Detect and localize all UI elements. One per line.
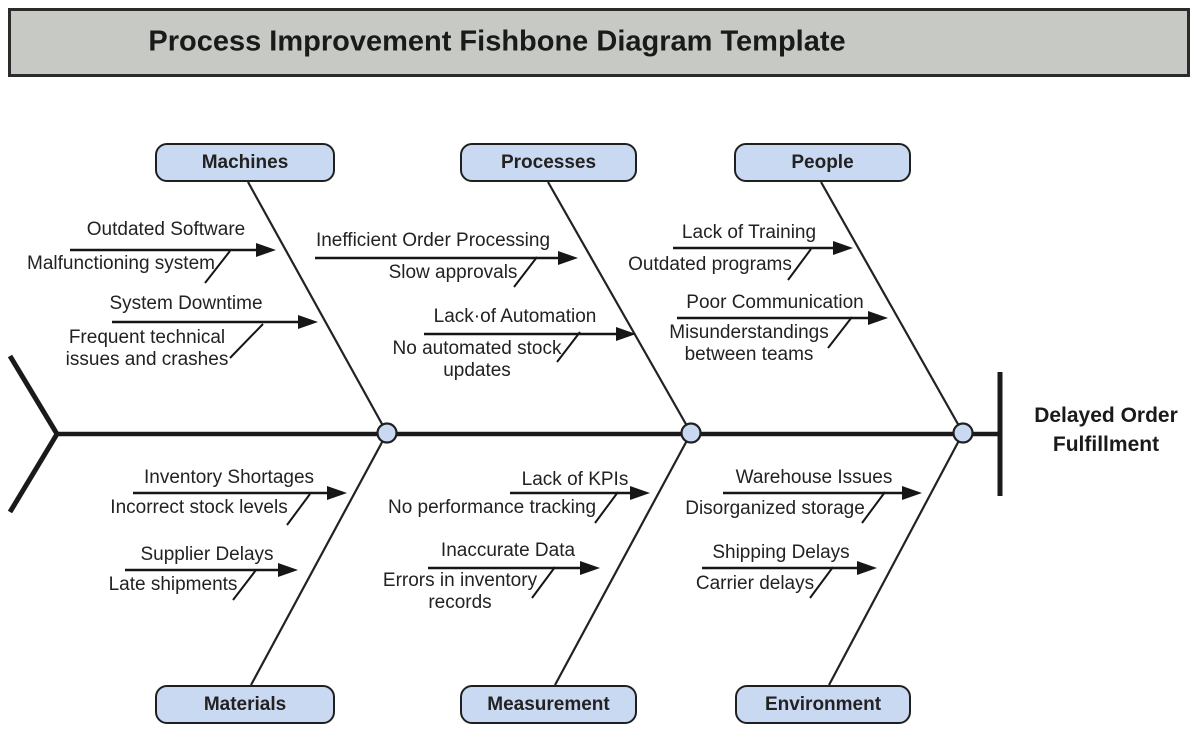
cause-label: Inventory Shortages xyxy=(143,467,315,488)
bone-processes xyxy=(547,181,692,434)
effect-label: Delayed Order Fulfillment xyxy=(1034,404,1178,456)
cause-label: Warehouse Issues xyxy=(735,467,893,488)
fish-tail xyxy=(7,354,60,514)
subcause-tick xyxy=(204,250,231,284)
cause-arrow-measurement-1 xyxy=(510,486,650,524)
category-box-people: People xyxy=(734,143,911,182)
cause-label: Lack·of Automation xyxy=(433,306,597,327)
subcause-tick xyxy=(232,569,257,601)
cause-arrow-measurement-2 xyxy=(428,561,600,599)
cause-label: Supplier Delays xyxy=(140,544,274,565)
cause-arrow-machines-2 xyxy=(112,315,318,359)
subcause-label: Errors in inventory records xyxy=(382,570,538,613)
page-title: Process Improvement Fishbone Diagram Tem… xyxy=(148,25,846,58)
bone-machines xyxy=(247,181,388,434)
cause-arrow-processes-2 xyxy=(424,327,636,363)
subcause-tick xyxy=(787,248,812,281)
subcause-label: Slow approvals xyxy=(388,262,518,283)
subcause-tick xyxy=(531,566,556,599)
cause-label: System Downtime xyxy=(109,293,263,314)
junction-dot-2 xyxy=(680,422,702,444)
subcause-tick xyxy=(861,491,886,524)
cause-label: Lack of KPIs xyxy=(521,469,629,490)
cause-arrow-people-1 xyxy=(673,241,853,281)
cause-label: Poor Communication xyxy=(686,292,864,313)
cause-label: Inaccurate Data xyxy=(440,540,576,561)
bone-people xyxy=(820,181,964,434)
subcause-tick xyxy=(827,316,853,349)
subcause-label: Carrier delays xyxy=(695,573,815,594)
category-box-processes: Processes xyxy=(460,143,637,182)
subcause-tick xyxy=(513,256,538,288)
category-box-environment: Environment xyxy=(735,685,911,724)
subcause-label: No performance tracking xyxy=(387,497,597,518)
subcause-label: Outdated programs xyxy=(628,254,792,275)
subcause-label: Misunderstandings between teams xyxy=(669,322,829,365)
bone-materials xyxy=(250,432,388,686)
cause-label: Inefficient Order Processing xyxy=(315,230,551,251)
cause-arrow-materials-1 xyxy=(133,486,347,526)
junction-dot-1 xyxy=(376,422,398,444)
subcause-label: Frequent technical issues and crashes xyxy=(65,327,229,370)
junction-dot-3 xyxy=(952,422,974,444)
cause-label: Shipping Delays xyxy=(712,542,850,563)
bone-environment xyxy=(828,432,964,686)
subcause-label: No automated stock updates xyxy=(392,338,562,381)
subcause-tick xyxy=(809,566,834,599)
subcause-tick xyxy=(594,491,619,524)
subcause-label: Malfunctioning system xyxy=(27,253,215,274)
subcause-tick xyxy=(229,323,264,359)
category-box-machines: Machines xyxy=(155,143,335,182)
cause-arrow-materials-2 xyxy=(125,563,298,601)
cause-label: Lack of Training xyxy=(681,222,817,243)
bone-measurement xyxy=(554,432,692,686)
subcause-label: Incorrect stock levels xyxy=(110,497,288,518)
cause-arrow-machines-1 xyxy=(70,243,276,284)
cause-arrow-people-2 xyxy=(677,311,888,349)
category-box-materials: Materials xyxy=(155,685,335,724)
subcause-label: Late shipments xyxy=(108,574,238,595)
cause-arrow-processes-1 xyxy=(315,251,578,288)
cause-arrow-environment-2 xyxy=(702,561,877,599)
subcause-tick xyxy=(556,331,581,363)
cause-label: Outdated Software xyxy=(86,219,246,240)
title-banner xyxy=(8,8,1190,77)
subcause-tick xyxy=(286,493,311,526)
category-box-measurement: Measurement xyxy=(460,685,637,724)
subcause-label: Disorganized storage xyxy=(685,498,865,519)
cause-arrow-environment-1 xyxy=(723,486,922,524)
